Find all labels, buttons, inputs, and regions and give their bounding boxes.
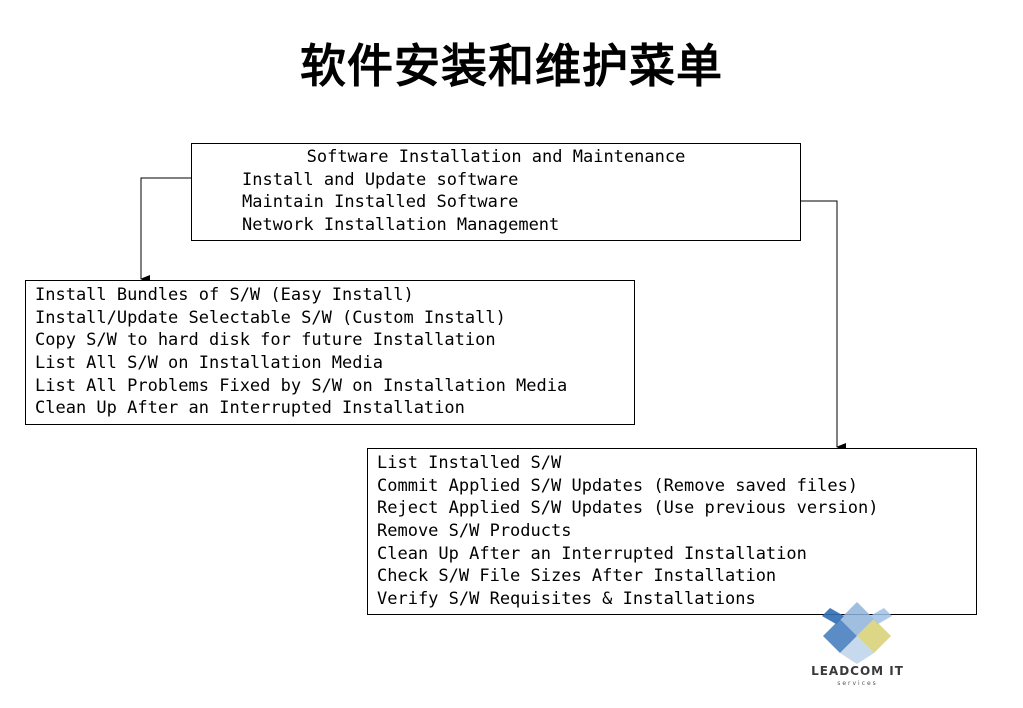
main-menu-heading: Software Installation and Maintenance bbox=[306, 147, 686, 167]
company-logo: LEADCOM IT services bbox=[800, 592, 915, 697]
submenu-item-remove-products[interactable]: Remove S/W Products bbox=[377, 521, 572, 542]
menu-item-network-install[interactable]: Network Installation Management bbox=[242, 215, 560, 236]
submenu-item-install-bundles[interactable]: Install Bundles of S/W (Easy Install) bbox=[35, 285, 414, 305]
submenu-item-cleanup-interrupted[interactable]: Clean Up After an Interrupted Installati… bbox=[377, 543, 807, 564]
logo-icon bbox=[822, 602, 892, 664]
submenu-item-cleanup[interactable]: Clean Up After an Interrupted Installati… bbox=[35, 398, 465, 419]
submenu-item-commit-updates[interactable]: Commit Applied S/W Updates (Remove saved… bbox=[377, 475, 859, 496]
logo-subtitle: services bbox=[837, 680, 878, 687]
submenu-item-list-installed[interactable]: List Installed S/W bbox=[377, 453, 562, 473]
main-menu-box: Software Installation and Maintenance In… bbox=[191, 143, 801, 241]
maintain-submenu-box: List Installed S/W Commit Applied S/W Up… bbox=[367, 448, 977, 615]
submenu-item-check-sizes[interactable]: Check S/W File Sizes After Installation bbox=[377, 566, 777, 587]
menu-item-install-update[interactable]: Install and Update software bbox=[242, 169, 519, 190]
menu-item-maintain[interactable]: Maintain Installed Software bbox=[242, 192, 519, 213]
logo-name: LEADCOM IT bbox=[811, 664, 904, 678]
submenu-item-verify-requisites[interactable]: Verify S/W Requisites & Installations bbox=[377, 589, 756, 610]
submenu-item-copy-to-disk[interactable]: Copy S/W to hard disk for future Install… bbox=[35, 330, 496, 351]
install-submenu-box: Install Bundles of S/W (Easy Install) In… bbox=[25, 280, 635, 425]
page-title: 软件安装和维护菜单 bbox=[300, 39, 723, 93]
submenu-item-custom-install[interactable]: Install/Update Selectable S/W (Custom In… bbox=[35, 307, 506, 328]
submenu-item-list-problems[interactable]: List All Problems Fixed by S/W on Instal… bbox=[35, 375, 568, 396]
submenu-item-list-media[interactable]: List All S/W on Installation Media bbox=[35, 353, 383, 374]
submenu-item-reject-updates[interactable]: Reject Applied S/W Updates (Use previous… bbox=[377, 498, 879, 519]
